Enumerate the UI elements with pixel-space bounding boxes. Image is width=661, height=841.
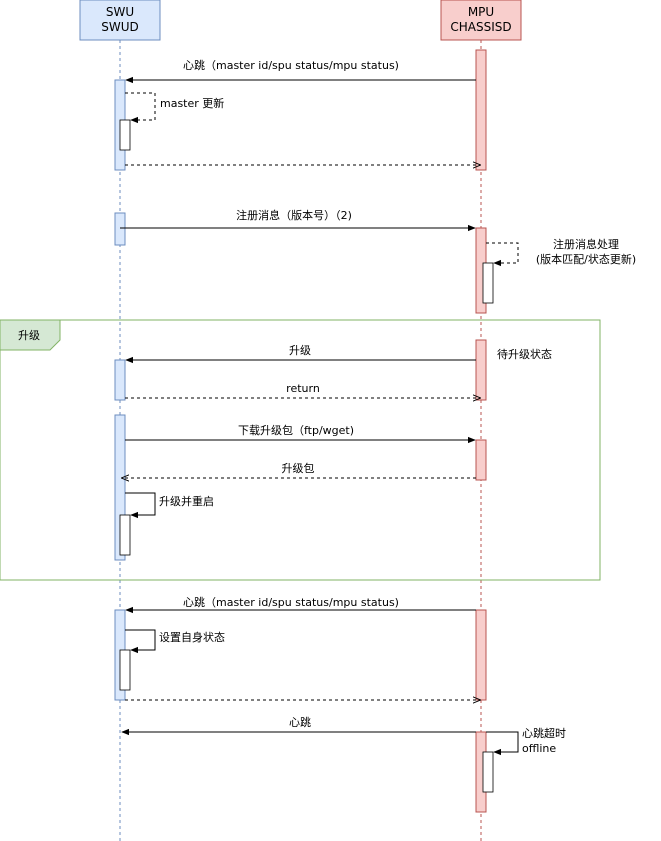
download-label: 下载升级包（ftp/wget) — [238, 424, 354, 437]
participant-swu-label-1: SWU — [106, 5, 134, 19]
upgrade-restart-self-arrow — [125, 492, 156, 519]
participant-swu-label-2: SWUD — [101, 20, 139, 34]
waiting-upgrade-label: 待升级状态 — [497, 347, 552, 361]
participant-mpu-box — [440, 0, 522, 41]
swu-activation — [114, 212, 126, 246]
package-label: 升级包 — [282, 462, 315, 475]
set-status-label: 设置自身状态 — [159, 630, 225, 644]
swu-activation-nested — [119, 649, 131, 691]
upgrade-group-border — [0, 319, 601, 581]
mpu-activation — [475, 609, 487, 701]
register-process-self-arrow — [486, 242, 519, 267]
heartbeat-label-1: 心跳（master id/spu status/mpu status) — [183, 58, 399, 72]
participant-swu: SWU SWUD — [79, 0, 161, 41]
timeout-label-1: 心跳超时 — [522, 726, 566, 740]
swu-activation-nested — [119, 514, 131, 556]
mpu-activation-nested — [482, 262, 494, 304]
upgrade-restart-label: 升级并重启 — [159, 494, 214, 508]
swu-activation — [114, 414, 126, 561]
mpu-activation — [475, 49, 487, 171]
participant-swu-box — [79, 0, 161, 41]
swu-activation — [114, 359, 126, 401]
master-update-label: master 更新 — [160, 96, 224, 110]
upgrade-label: 升级 — [289, 344, 311, 357]
master-update-self-arrow — [125, 92, 156, 124]
upgrade-group-frame: 升级 — [0, 319, 601, 581]
mpu-activation — [475, 439, 487, 481]
participant-mpu-label-1: MPU — [468, 5, 494, 19]
timeout-self-arrow — [486, 731, 519, 756]
return-label: return — [286, 382, 320, 395]
timeout-label-2: offline — [522, 742, 556, 755]
set-status-self-arrow — [125, 629, 156, 654]
mpu-activation — [475, 339, 487, 401]
mpu-activation-nested — [482, 751, 494, 793]
heartbeat-label-3: 心跳 — [289, 715, 311, 729]
swu-activation-nested — [119, 119, 131, 151]
register-process-label-1: 注册消息处理 — [553, 237, 619, 251]
register-process-label-2: (版本匹配/状态更新) — [536, 252, 636, 266]
heartbeat-label-2: 心跳（master id/spu status/mpu status) — [183, 595, 399, 609]
participant-mpu-label-2: CHASSISD — [450, 20, 511, 34]
register-label: 注册消息（版本号）（2) — [236, 208, 352, 222]
participant-mpu: MPU CHASSISD — [440, 0, 522, 41]
upgrade-group-tab — [0, 319, 61, 351]
upgrade-group-label: 升级 — [18, 329, 40, 342]
